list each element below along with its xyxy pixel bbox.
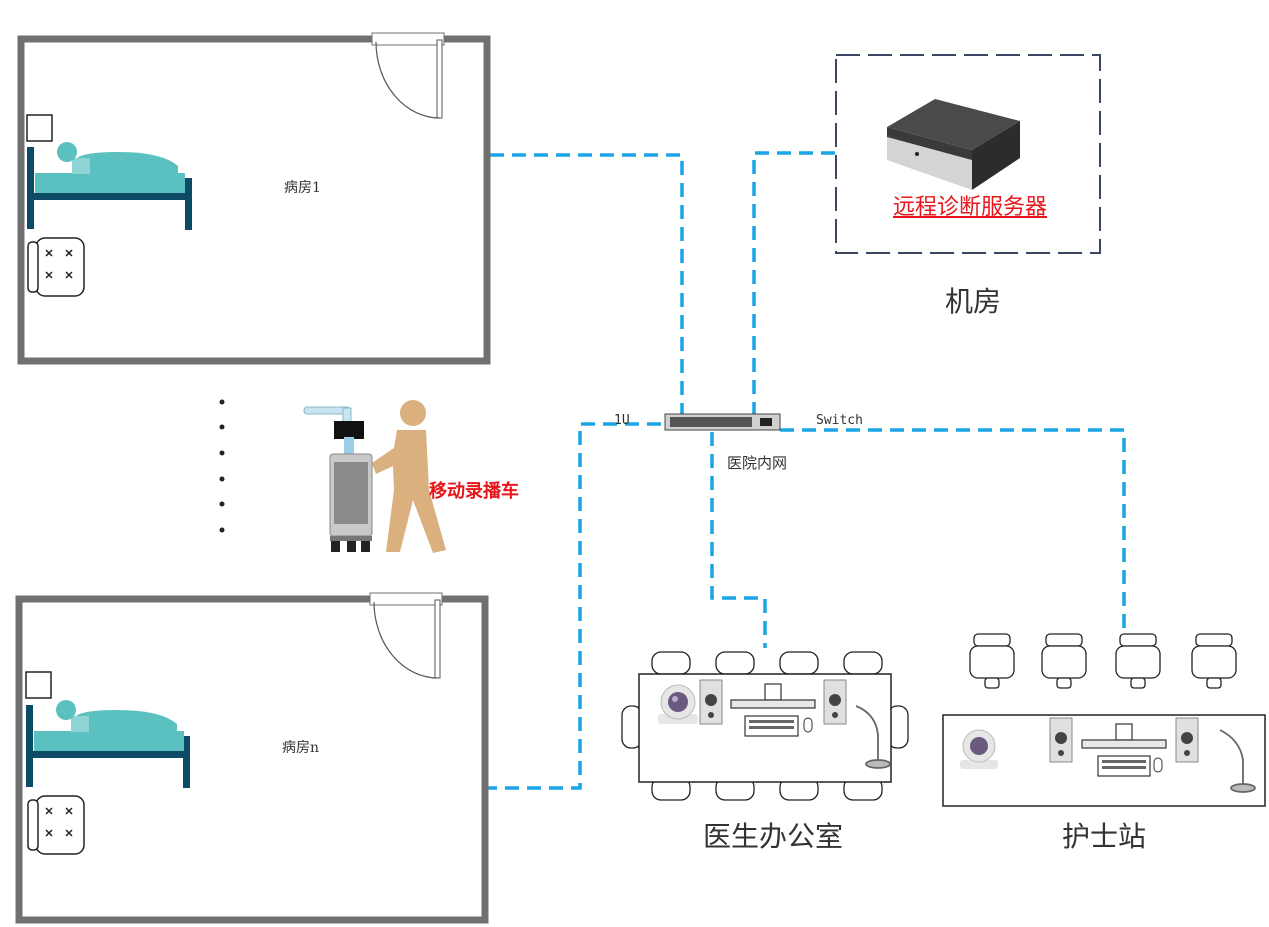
- ward-n-label: 病房n: [282, 740, 320, 756]
- network-label: 医院内网: [727, 454, 788, 472]
- ward-1-door-swing: [375, 41, 441, 119]
- monitor-icon: [730, 683, 816, 709]
- machine-room-label: 机房: [945, 285, 1002, 318]
- server-label: 远程诊断服务器: [893, 195, 1048, 220]
- machine-room-border: [835, 54, 1101, 254]
- ward-n-door-swing: [373, 601, 439, 679]
- ward-n-door-leaf: [434, 599, 441, 679]
- keyboard-icon: [1097, 755, 1163, 777]
- ward-n: [15, 592, 489, 924]
- nurse-station-label: 护士站: [1062, 820, 1147, 853]
- ward-1-wall: [17, 35, 491, 365]
- link-switch-nurse: [780, 428, 1126, 628]
- nurse-station: [942, 633, 1266, 807]
- speaker-icon: [699, 679, 723, 725]
- armchair-icon: [27, 237, 85, 297]
- hospital-bed-icon: [26, 700, 190, 788]
- network-links: [483, 151, 1126, 790]
- ward-1-door-gap: [371, 32, 445, 46]
- ward-1-door-leaf: [436, 39, 443, 119]
- webcam-icon: [960, 729, 998, 769]
- hospital-bed-icon: [27, 142, 192, 230]
- speaker-icon: [1049, 717, 1073, 763]
- mobile-cart-icon: [303, 406, 373, 552]
- link-switch-doctor: [710, 432, 767, 648]
- ward-n-door-gap: [369, 592, 443, 606]
- server-box-icon: [887, 99, 1020, 190]
- monitor-icon: [1081, 723, 1167, 749]
- ellipsis-dots-icon: [219, 399, 225, 533]
- link-ward1-switch: [490, 153, 684, 414]
- nightstand-icon: [26, 114, 53, 142]
- webcam-icon: [658, 684, 698, 724]
- ward-1-label: 病房1: [284, 180, 321, 196]
- person-icon: [372, 400, 446, 553]
- keyboard-icon: [744, 715, 813, 737]
- speaker-icon: [823, 679, 847, 725]
- microphone-icon: [1219, 729, 1256, 793]
- cart-label: 移动录播车: [429, 481, 519, 502]
- nightstand-icon: [25, 671, 52, 699]
- switch-right-label: Switch: [816, 413, 863, 428]
- doctor-office: [621, 651, 909, 801]
- office-chairs: [621, 651, 909, 801]
- microphone-icon: [855, 705, 891, 769]
- ward-1: [17, 32, 491, 365]
- doctor-office-label: 医生办公室: [703, 820, 844, 853]
- link-wardn-switch: [483, 422, 665, 790]
- machine-room: [835, 54, 1101, 254]
- nurse-chairs: [969, 633, 1237, 689]
- switch-left-label: 1U: [614, 413, 630, 428]
- link-server-switch: [752, 151, 835, 414]
- armchair-icon: [27, 795, 85, 855]
- ward-n-wall: [15, 595, 489, 924]
- speaker-icon: [1175, 717, 1199, 763]
- network-switch-icon: [664, 413, 781, 431]
